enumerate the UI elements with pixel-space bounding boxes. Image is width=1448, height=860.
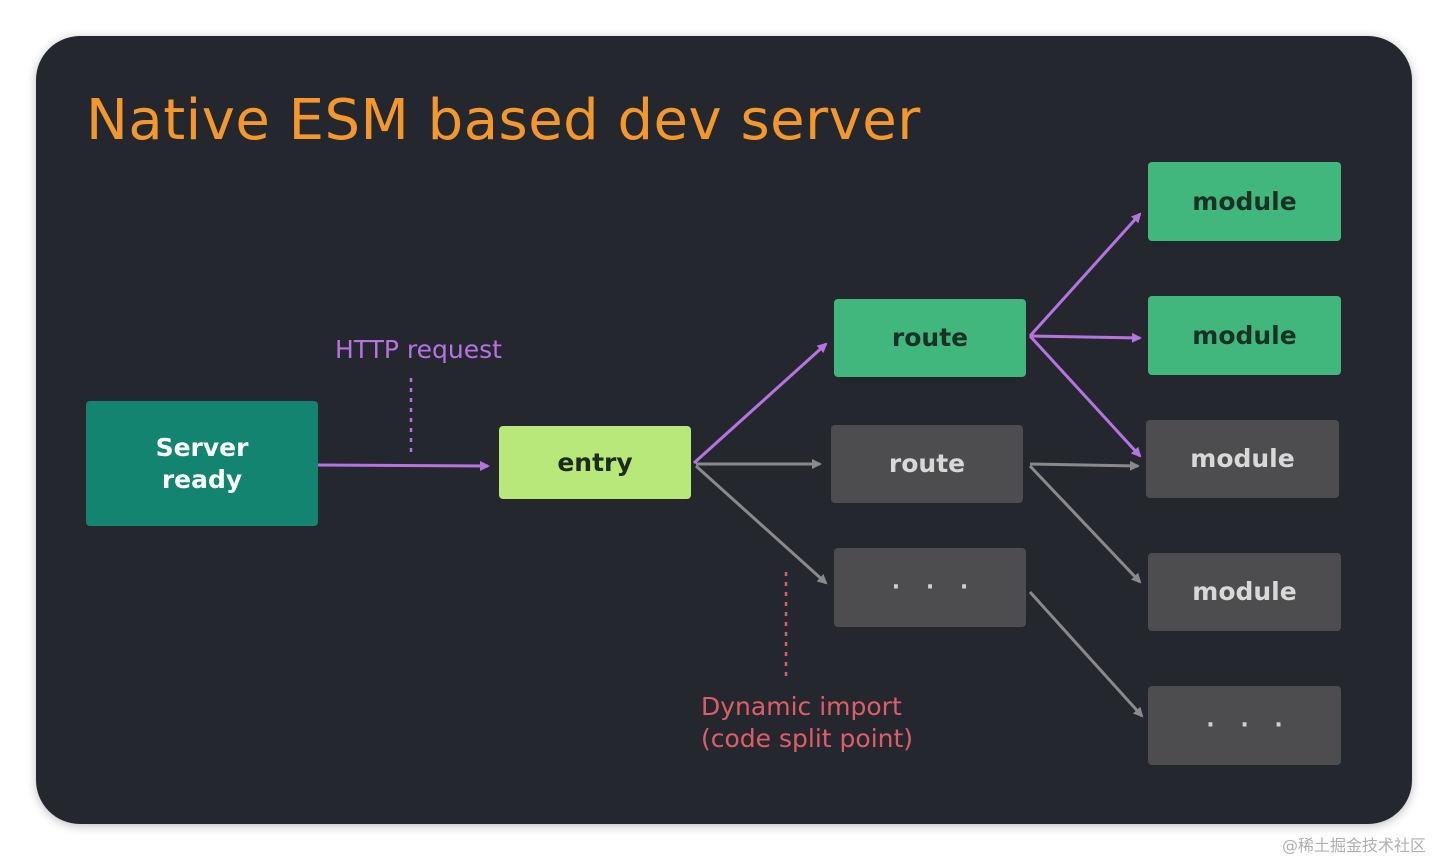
server-ready-node: Server ready (86, 401, 318, 526)
dynamic-import-label-line2: (code split point) (701, 724, 914, 753)
http-request-label: HTTP request (335, 335, 502, 364)
watermark: @稀土掘金技术社区 (1282, 836, 1427, 855)
route-node-ellipsis: · · · (834, 548, 1026, 627)
route-node-loaded: route (834, 299, 1026, 377)
module-node-ellipsis: · · · (1148, 686, 1341, 765)
dynamic-import-label-line1: Dynamic import (701, 692, 902, 721)
module-node-1: module (1148, 162, 1341, 241)
module-node-2: module (1148, 296, 1341, 375)
entry-node: entry (499, 426, 691, 499)
module-node-3: module (1146, 420, 1339, 498)
route-node-unloaded: route (831, 425, 1023, 503)
server-ready-label-line1: Server (155, 432, 249, 462)
module-node-4: module (1148, 553, 1341, 631)
diagram-title: Native ESM based dev server (86, 88, 921, 153)
server-ready-label-line2: ready (161, 464, 243, 494)
